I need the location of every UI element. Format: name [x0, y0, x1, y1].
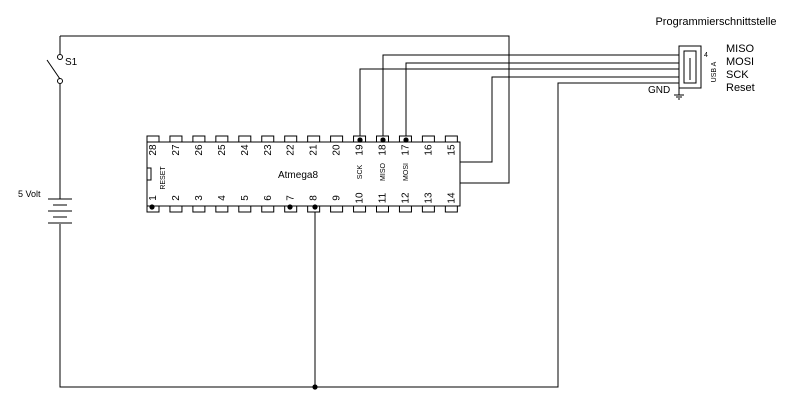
pin-number: 2 — [171, 195, 182, 201]
chip-pin-3 — [192, 205, 206, 213]
signal-label-miso: MISO — [726, 43, 755, 55]
pin-number: 21 — [309, 144, 320, 156]
pin-number: 6 — [263, 195, 274, 201]
pin-number: 13 — [423, 192, 434, 204]
pin-number: 24 — [240, 144, 251, 156]
chip-pin-22 — [284, 135, 298, 143]
pin-number: 10 — [355, 192, 366, 204]
pin-number: 19 — [355, 144, 366, 156]
battery-label: 5 Volt — [18, 189, 41, 199]
pin-number: 4 — [217, 195, 228, 201]
battery: 5 Volt — [18, 189, 72, 224]
signal-label-reset: Reset — [726, 82, 755, 94]
chip-pin-6 — [261, 205, 275, 213]
junction-dot — [312, 384, 318, 390]
pin-number: 15 — [446, 144, 457, 156]
chip-pin-15 — [444, 135, 458, 143]
pin-number: 5 — [240, 195, 251, 201]
pin-number: 14 — [446, 192, 457, 204]
switch-s1: S1 — [46, 54, 78, 84]
junction-dots — [149, 137, 409, 390]
junction-dot — [149, 204, 155, 210]
junction-dot — [357, 137, 363, 143]
connector-pin-number: 4 — [704, 52, 708, 59]
pin-number: 26 — [194, 144, 205, 156]
chip-pin-13 — [421, 205, 435, 213]
junction-dot — [312, 204, 318, 210]
connector-type-label: USB A — [711, 61, 718, 82]
chip-pin-5 — [238, 205, 252, 213]
pin-number: 23 — [263, 144, 274, 156]
chip-name: Atmega8 — [278, 170, 318, 181]
pin-number: 18 — [378, 144, 389, 156]
chip-pin-20 — [330, 135, 344, 143]
chip-pin-24 — [238, 135, 252, 143]
chip-pin-23 — [261, 135, 275, 143]
signal-label-mosi: MOSI — [726, 56, 754, 68]
chip-pin-27 — [169, 135, 183, 143]
pin-number: 7 — [286, 195, 297, 201]
junction-dot — [287, 204, 293, 210]
chip-pin-2 — [169, 205, 183, 213]
pin-number: 12 — [400, 192, 411, 204]
pin-number: 16 — [423, 144, 434, 156]
pin-number: 22 — [286, 144, 297, 156]
pin-number: 28 — [148, 144, 159, 156]
pin-label-reset: RESET — [160, 166, 167, 190]
pin-number: 9 — [332, 195, 343, 201]
programming-connector: 4 USB A — [678, 45, 718, 89]
interface-title: Programmierschnittstelle — [655, 16, 776, 28]
pin-label-miso: MISO — [380, 163, 387, 181]
wire-miso — [382, 54, 679, 140]
pin-number: 11 — [378, 192, 389, 203]
chip-pin-16 — [421, 135, 435, 143]
pin-number: 25 — [217, 144, 228, 156]
chip-pin-4 — [215, 205, 229, 213]
pin-label-sck: SCK — [357, 164, 364, 179]
pin-number: 20 — [332, 144, 343, 156]
pin-number: 1 — [148, 195, 159, 201]
pin-number: 3 — [194, 195, 205, 201]
wire-mosi — [405, 62, 679, 140]
wire-sck — [359, 68, 679, 140]
chip-pin-9 — [330, 205, 344, 213]
chip-notch — [146, 167, 152, 181]
chip-pin-25 — [215, 135, 229, 143]
chip-pin-11 — [376, 205, 389, 213]
chip-pin-10 — [353, 205, 367, 213]
wire-ground-return — [59, 82, 679, 388]
pin-label-mosi: MOSI — [403, 163, 410, 181]
junction-dot — [380, 137, 386, 143]
pin-number: 8 — [309, 195, 320, 201]
chip-pin-21 — [307, 135, 321, 143]
chip-pin-28 — [146, 135, 160, 143]
chip-pin-12 — [398, 205, 412, 213]
junction-dot — [403, 137, 409, 143]
switch-label: S1 — [65, 57, 78, 68]
pin-number: 27 — [171, 144, 182, 156]
chip-pin-26 — [192, 135, 206, 143]
pin-number: 17 — [400, 144, 411, 156]
ground-symbol — [674, 87, 684, 100]
chip-pin-14 — [444, 205, 458, 213]
signal-label-sck: SCK — [726, 69, 749, 81]
ground-label: GND — [648, 85, 670, 96]
